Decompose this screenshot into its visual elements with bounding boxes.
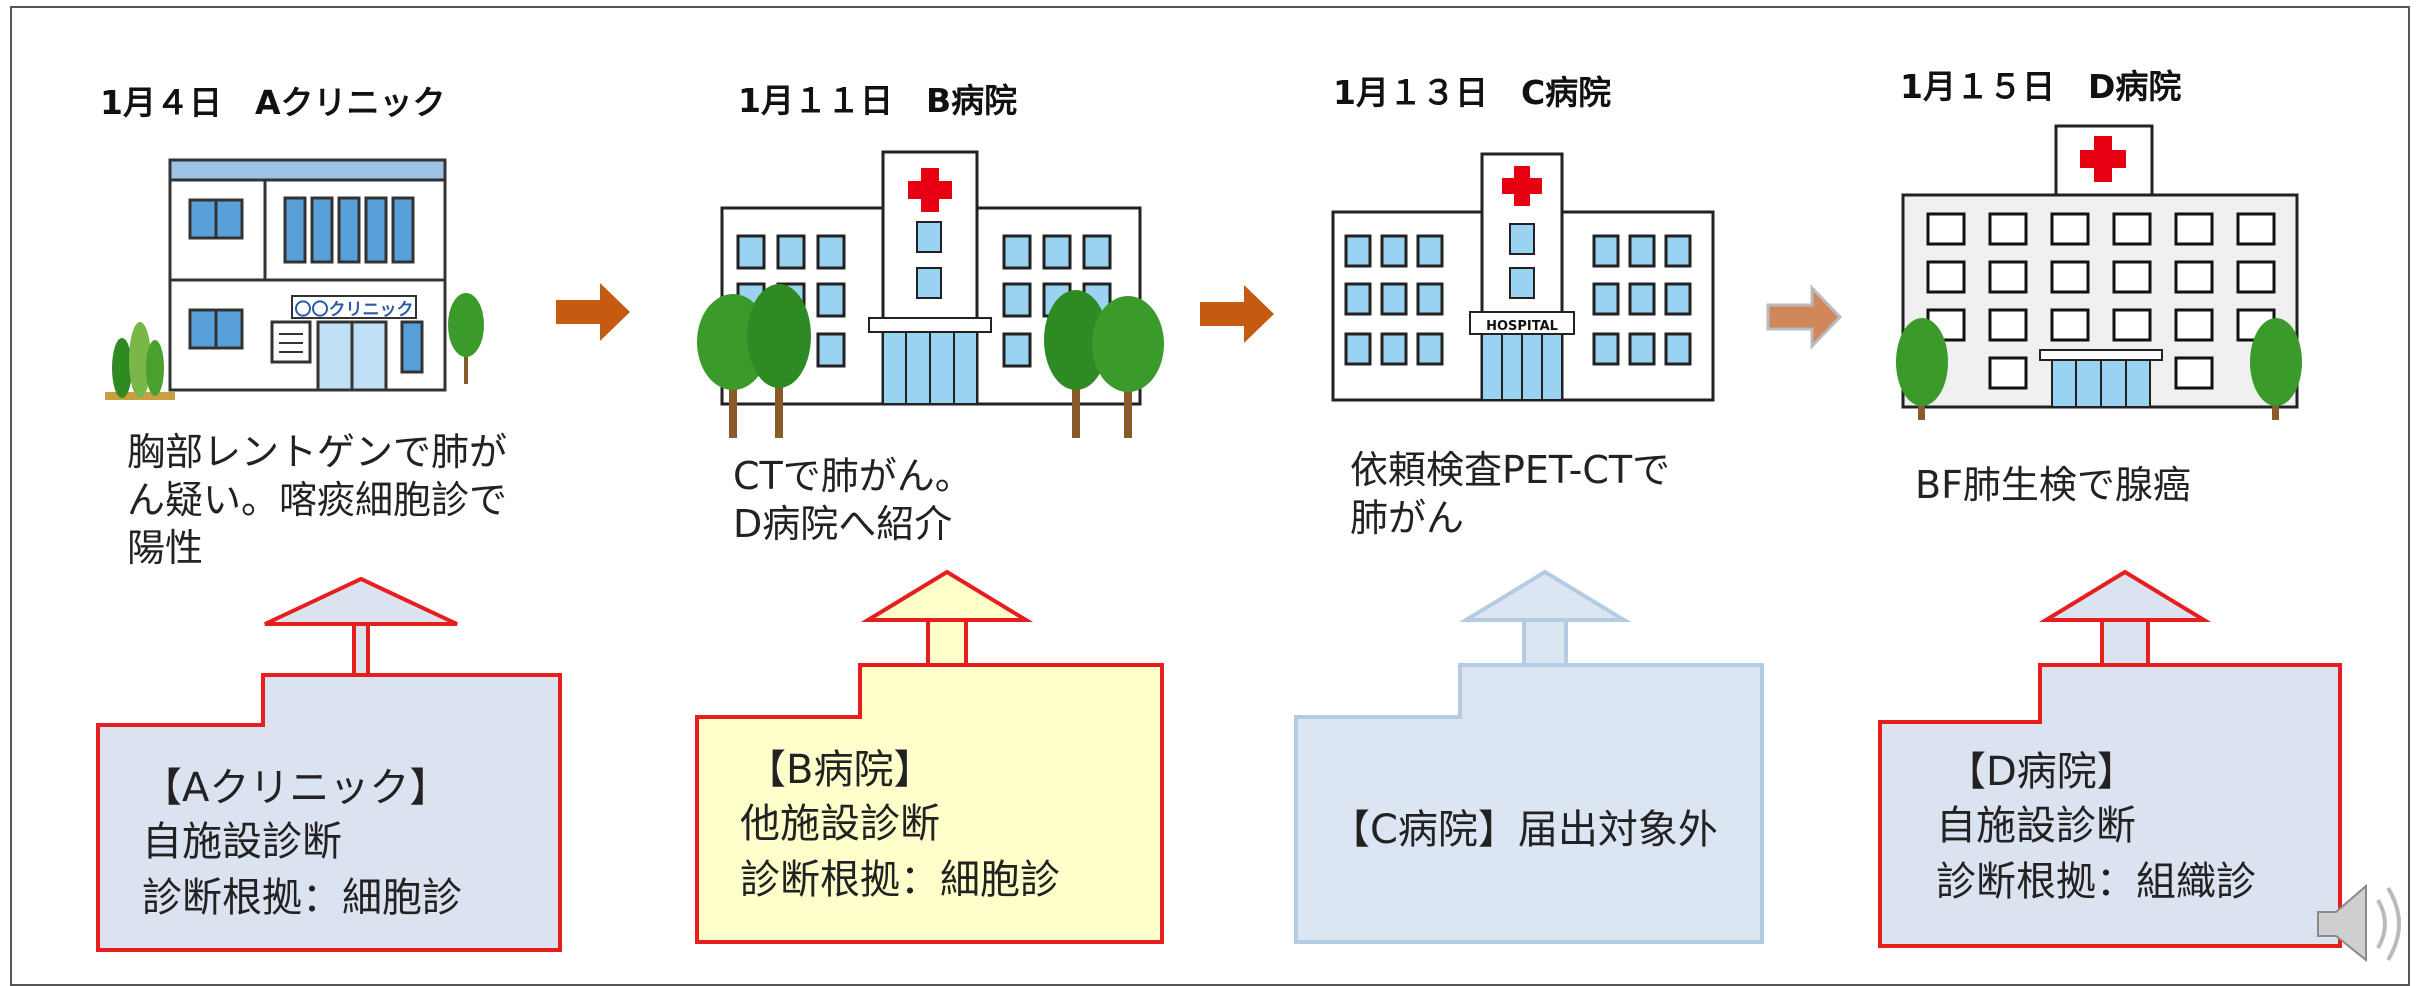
flow-arrow-3 [1766, 284, 1843, 350]
step3-date: 1月１３日 C病院 [1333, 73, 1612, 112]
callout-box-c [1294, 569, 1764, 944]
hospital-b-building-icon [697, 150, 1164, 438]
hospital-d-building-icon [1896, 124, 2302, 420]
box-a-title: 【Aクリニック】 [142, 765, 450, 811]
box-d-lines: 自施設診断 診断根拠：組織診 [1936, 803, 2256, 905]
clinic-building-icon: 〇〇クリニック [105, 158, 484, 400]
step2-finding: CTで肺がん。 D病院へ紹介 [733, 454, 973, 546]
speaker-icon[interactable] [2317, 883, 2401, 963]
step2-date: 1月１１日 B病院 [738, 81, 1018, 120]
step4-finding: BF肺生検で腺癌 [1915, 463, 2191, 507]
box-a-lines: 自施設診断 診断根拠：細胞診 [142, 819, 462, 921]
step3-finding: 依頼検査PET-CTで 肺がん [1350, 448, 1671, 540]
box-d-title: 【D病院】 [1946, 749, 2137, 795]
box-c-lines: 【C病院】届出対象外 [1330, 807, 1718, 853]
flow-arrow-2 [1200, 285, 1274, 343]
flow-arrow-1 [556, 283, 630, 341]
step1-date: 1月４日 Aクリニック [100, 83, 446, 122]
hospital-sign-text: HOSPITAL [1486, 319, 1558, 334]
callout-box-b [695, 569, 1164, 944]
box-b-title: 【B病院】 [746, 747, 934, 793]
clinic-sign-text: 〇〇クリニック [295, 300, 414, 320]
step4-date: 1月１５日 D病院 [1900, 67, 2182, 106]
box-b-lines: 他施設診断 診断根拠：細胞診 [740, 801, 1060, 903]
callout-box-d [1878, 569, 2342, 948]
hospital-c-building-icon: HOSPITAL [1331, 152, 1715, 402]
step1-finding: 胸部レントゲンで肺が ん疑い。喀痰細胞診で 陽性 [127, 430, 508, 570]
callout-box-a [96, 576, 562, 952]
